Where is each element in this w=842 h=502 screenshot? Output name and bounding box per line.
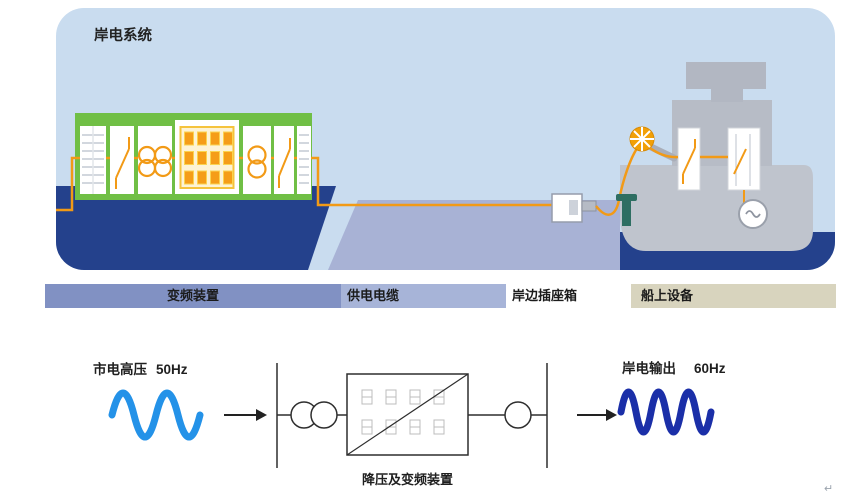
cable-reel-icon xyxy=(629,126,655,152)
device-label: 降压及变频装置 xyxy=(361,472,453,487)
output-label: 岸电输出 60Hz xyxy=(622,357,726,377)
transformer-symbol xyxy=(310,401,338,429)
output-label-text: 岸电输出 xyxy=(622,361,676,376)
input-label: 市电高压 50Hz xyxy=(93,358,188,378)
arrow-right-icon xyxy=(224,409,267,421)
legend-bar: 变频装置 供电电缆 岸边插座箱 船上设备 xyxy=(45,284,836,308)
sine-wave-output-icon xyxy=(617,388,715,436)
converter-schematic xyxy=(276,363,548,468)
input-frequency: 50Hz xyxy=(156,362,188,377)
arrow-right-icon xyxy=(577,409,617,421)
transformer-cabinet-icon xyxy=(137,126,173,194)
input-label-text: 市电高压 xyxy=(93,362,147,377)
switchgear-cabinets xyxy=(80,120,311,194)
circuit-diagram: 市电高压 50Hz 岸电输出 60Hz 降压及变频装置 xyxy=(0,346,842,502)
legend-item-shore-socket: 岸边插座箱 xyxy=(506,284,631,308)
converter-diagonal xyxy=(346,373,469,456)
shore-socket-box xyxy=(551,193,597,223)
transformer-cabinet-icon xyxy=(243,126,271,194)
circuit-schematic xyxy=(108,363,715,468)
switch-cabinet-icon xyxy=(110,126,134,194)
ship-hull xyxy=(618,165,813,251)
ship xyxy=(618,62,813,251)
louver-panel-right-icon xyxy=(297,126,311,194)
output-frequency: 60Hz xyxy=(694,361,726,376)
onboard-breaker-panel-icon xyxy=(727,127,761,191)
shore-power-illustration xyxy=(56,62,835,270)
generator-symbol xyxy=(738,199,768,229)
onboard-switch-panel-icon xyxy=(677,127,701,191)
cable-plug-icon xyxy=(581,200,597,212)
machine-symbol xyxy=(504,401,532,429)
igbt-modules xyxy=(361,389,445,435)
switch-cabinet-icon xyxy=(274,126,294,194)
converter-cabinet-icon xyxy=(175,120,239,194)
scene-title: 岸电系统 xyxy=(94,28,152,44)
legend-item-onboard-equipment: 船上设备 xyxy=(631,284,836,308)
legend-item-supply-cable: 供电电缆 xyxy=(341,284,506,308)
legend-item-converter: 变频装置 xyxy=(45,284,341,308)
bollard-icon xyxy=(616,194,637,226)
louver-panel-left-icon xyxy=(80,126,106,194)
dock-quay xyxy=(328,200,620,270)
ship-deck-cable xyxy=(649,146,728,159)
illustration-panel: 岸电系统 xyxy=(56,8,835,270)
sine-wave-input-icon xyxy=(108,389,204,441)
water-left xyxy=(56,186,336,270)
ship-funnel-mast xyxy=(686,62,766,102)
stray-return-mark: ↵ xyxy=(824,483,834,495)
